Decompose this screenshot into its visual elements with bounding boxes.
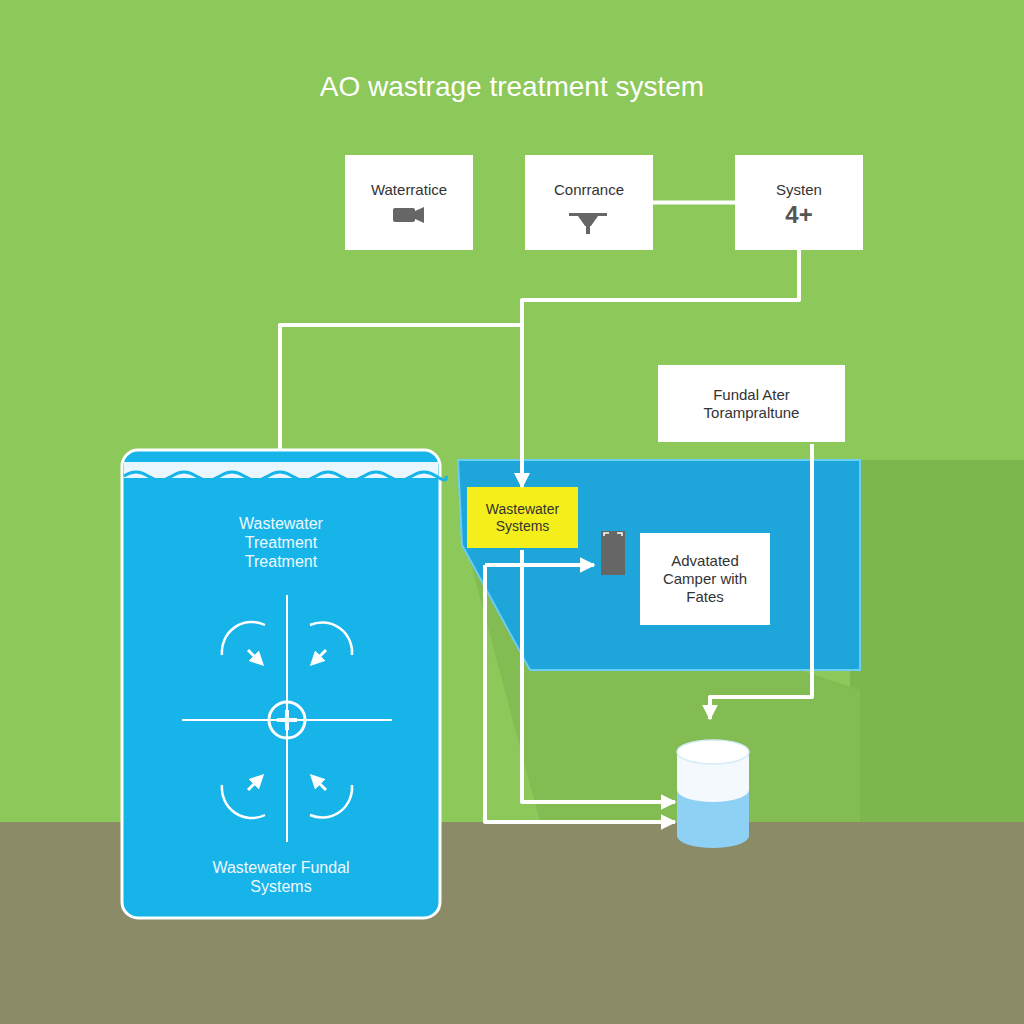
node-label: Wastewater Systems [474,501,571,535]
process-box: Waterratice [345,155,473,250]
camera-icon [393,207,424,223]
node-label: Wastewater Treatment Treatment [221,514,341,572]
pipe-connector [280,325,522,487]
process-box: Advatated Camper with Fates [640,533,770,625]
storage-cylinder [677,740,749,848]
device-icon [601,531,625,575]
node-sublabel: 4+ [785,201,812,230]
tank-wave [124,472,446,480]
process-box: Conrrance [525,155,653,250]
diagram-title: AO wastrage treatment system [0,70,1024,104]
process-box: Systen 4+ [735,155,863,250]
highlight-box: Wastewater Systems [467,487,578,548]
basin-panel [458,460,860,670]
mixer-symbol [182,595,392,842]
node-label: Advatated Camper with Fates [653,552,758,606]
node-label: Conrrance [554,181,624,199]
process-box: Fundal Ater Torampraltune [658,365,845,442]
node-label: Waterratice [371,181,447,199]
tank-body [122,450,440,918]
pipe-connector [522,250,799,487]
node-label: Fundal Ater Torampraltune [677,386,827,422]
pipe-connector [653,201,735,205]
node-label: Systen [776,181,822,199]
tank-node: Wastewater Treatment TreatmentWastewater… [122,450,440,918]
funnel-icon [569,213,607,234]
node-sublabel: Wastewater Fundal Systems [194,858,369,896]
pipe-lines [485,444,812,822]
shade-region [850,460,1024,822]
